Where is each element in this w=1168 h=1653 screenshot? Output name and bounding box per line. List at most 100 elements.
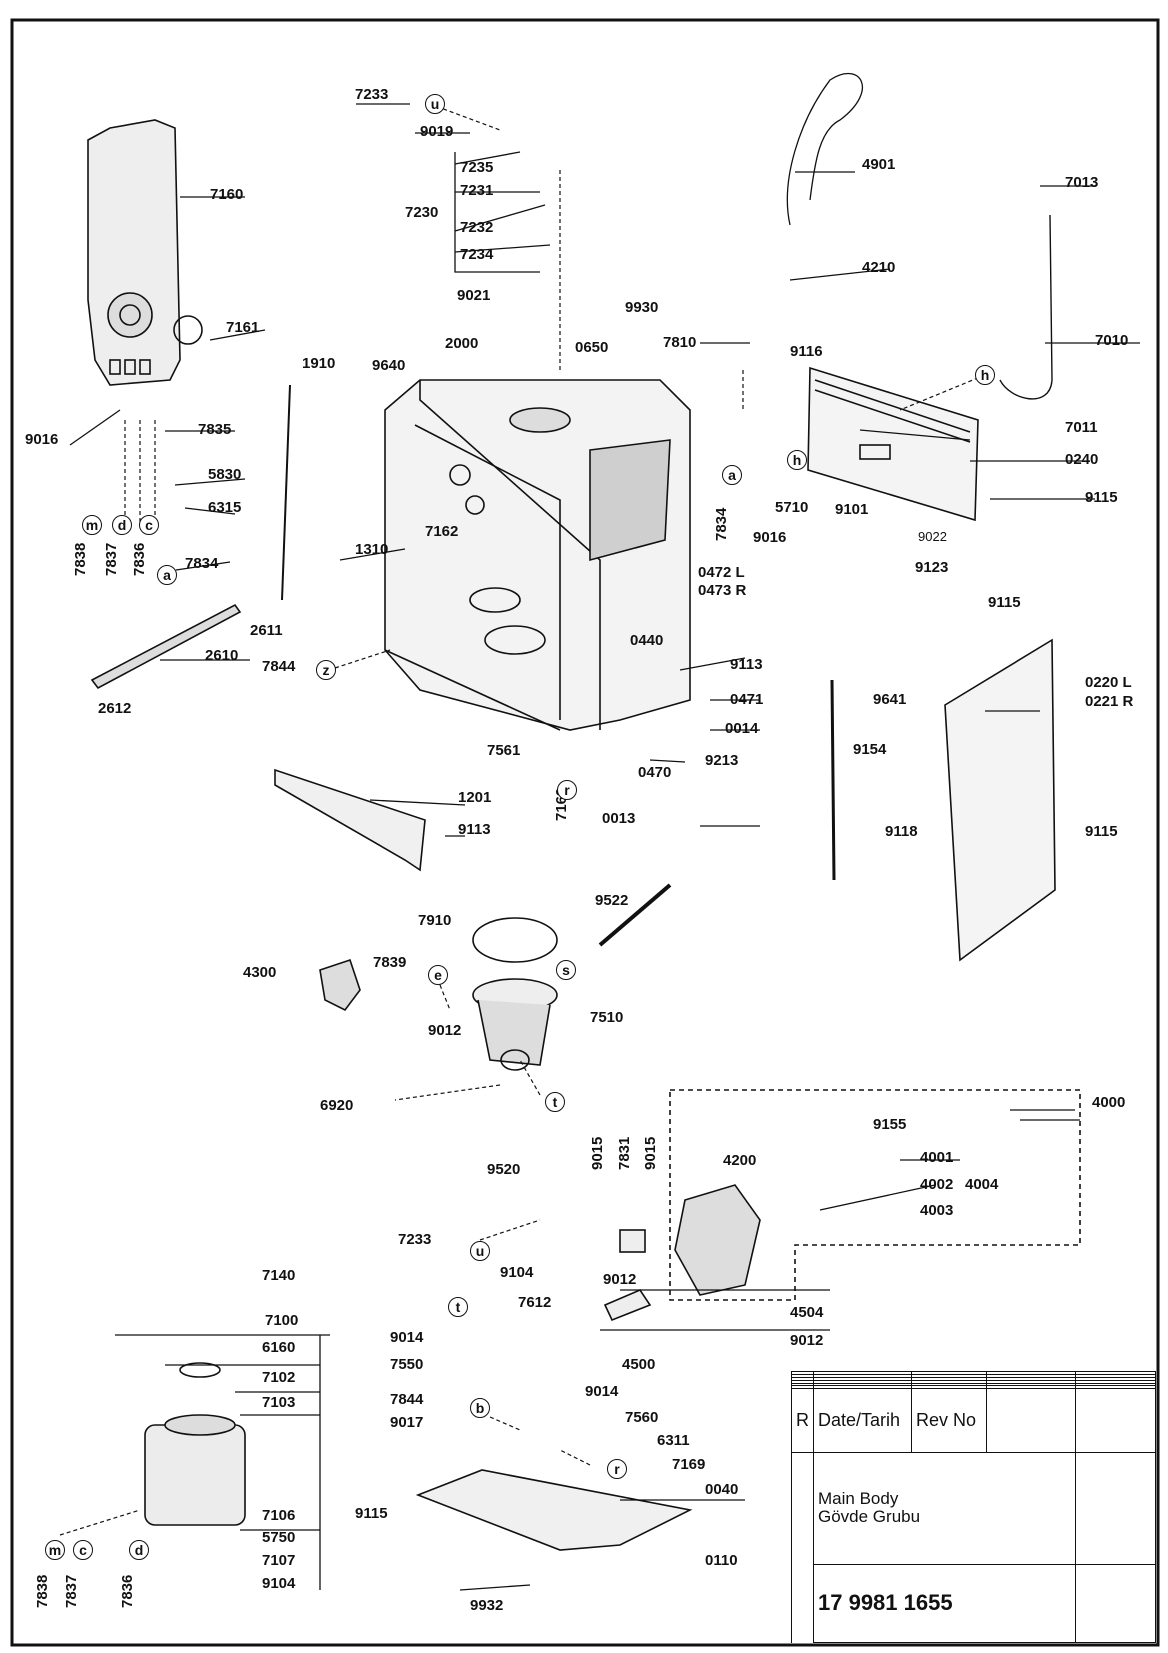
title-en: Main Body — [818, 1488, 899, 1508]
callout-circle: h — [975, 365, 995, 385]
part-label: 9520 — [487, 1161, 521, 1178]
callout-circle: u — [470, 1241, 490, 1261]
part-label: 7234 — [460, 246, 494, 263]
part-label: 7161 — [226, 319, 260, 336]
part-label: 9019 — [420, 123, 454, 140]
part-label: 9015 — [642, 1136, 659, 1170]
part-label: 9014 — [585, 1383, 619, 1400]
part-label: 9022 — [918, 529, 947, 544]
callout-circle: e — [428, 965, 448, 985]
date-label: Date/Tarih — [813, 1388, 912, 1454]
part-label: 7837 — [63, 1574, 80, 1608]
part-label: 7510 — [590, 1009, 624, 1026]
callout-circle: m — [45, 1540, 65, 1560]
pump-group-box — [669, 1089, 1081, 1301]
part-label: 7550 — [390, 1356, 424, 1373]
part-label: 7844 — [262, 658, 296, 675]
part-label: 4500 — [622, 1356, 656, 1373]
part-label: 7839 — [373, 954, 407, 971]
part-label: 9213 — [705, 752, 739, 769]
part-label: 4200 — [723, 1152, 757, 1169]
part-label: 7910 — [418, 912, 452, 929]
part-label: 7561 — [487, 742, 521, 759]
callout-circle: z — [316, 660, 336, 680]
drain-pump-drawing — [319, 958, 361, 1012]
base-panel-drawing — [274, 768, 426, 872]
callout-circle: c — [139, 515, 159, 535]
part-label: 0470 — [638, 764, 672, 781]
part-label: 7834 — [713, 507, 730, 541]
part-label: 0650 — [575, 339, 609, 356]
callout-circle: b — [470, 1398, 490, 1418]
part-label: 7231 — [460, 182, 494, 199]
part-label: 9115 — [988, 594, 1021, 611]
part-label: 7836 — [131, 542, 148, 576]
drawing-number: 17 9981 1655 — [812, 1563, 1077, 1644]
part-label: 0040 — [705, 1481, 739, 1498]
circulation-pump-drawing — [603, 1184, 761, 1322]
water-softener-drawing — [144, 1362, 246, 1526]
part-label: 7834 — [185, 555, 219, 572]
part-label: 7838 — [72, 542, 89, 576]
tub-drawing — [384, 379, 691, 731]
part-label: 9017 — [390, 1414, 424, 1431]
part-label: 9016 — [753, 529, 787, 546]
part-label: 9115 — [355, 1505, 388, 1522]
part-label: 9932 — [470, 1597, 504, 1614]
part-label: 9101 — [835, 501, 869, 518]
part-label: 2611 — [250, 622, 283, 639]
callout-circle: m — [82, 515, 102, 535]
part-label: 1310 — [355, 541, 389, 558]
part-label: 9522 — [595, 892, 629, 909]
part-label: 0440 — [630, 632, 664, 649]
part-label: 7106 — [262, 1507, 296, 1524]
part-label: 5750 — [262, 1529, 296, 1546]
part-label: 9104 — [262, 1575, 296, 1592]
part-label: 9930 — [625, 299, 659, 316]
part-label: 4000 — [1092, 1094, 1126, 1111]
part-label: 9012 — [603, 1271, 637, 1288]
part-label: 4901 — [862, 156, 896, 173]
part-label: 4002 — [920, 1176, 954, 1193]
part-label: 7013 — [1065, 174, 1099, 191]
part-label: 0472 L — [698, 564, 745, 581]
part-label: 7160 — [210, 186, 244, 203]
part-label: 7233 — [398, 1231, 432, 1248]
part-label: 9014 — [390, 1329, 424, 1346]
callout-circle: t — [545, 1092, 565, 1112]
part-label: 7103 — [262, 1394, 296, 1411]
callout-circle: a — [722, 465, 742, 485]
part-label: 9155 — [873, 1116, 907, 1133]
part-label: 4004 — [965, 1176, 999, 1193]
part-label: 9641 — [873, 691, 907, 708]
callout-circle: s — [556, 960, 576, 980]
part-label: 9113 — [730, 656, 763, 673]
callout-circle: d — [129, 1540, 149, 1560]
rail-drawing — [90, 603, 242, 690]
side-panel-drawing — [944, 638, 1056, 962]
part-label: 9104 — [500, 1264, 534, 1281]
part-label: 7011 — [1065, 419, 1098, 436]
part-label: 7560 — [625, 1409, 659, 1426]
part-label: 9123 — [915, 559, 949, 576]
part-label: 7612 — [518, 1294, 552, 1311]
part-label: 9118 — [885, 823, 918, 840]
drawing-frame — [10, 18, 1160, 1647]
part-label: 6920 — [320, 1097, 354, 1114]
part-label: 9016 — [25, 431, 59, 448]
part-label: 0014 — [725, 720, 759, 737]
callout-circle: r — [557, 780, 577, 800]
part-label: 7010 — [1095, 332, 1129, 349]
callout-circle: r — [607, 1459, 627, 1479]
part-label: 5710 — [775, 499, 809, 516]
part-label: 0471 — [730, 691, 764, 708]
callout-circle: u — [425, 94, 445, 114]
title-tr: Gövde Grubu — [818, 1507, 921, 1527]
part-label: 2610 — [205, 647, 239, 664]
part-label: 9116 — [790, 343, 823, 360]
part-label: 7233 — [355, 86, 389, 103]
part-label: 7230 — [405, 204, 439, 221]
rev-no-label: Rev No — [910, 1388, 987, 1454]
